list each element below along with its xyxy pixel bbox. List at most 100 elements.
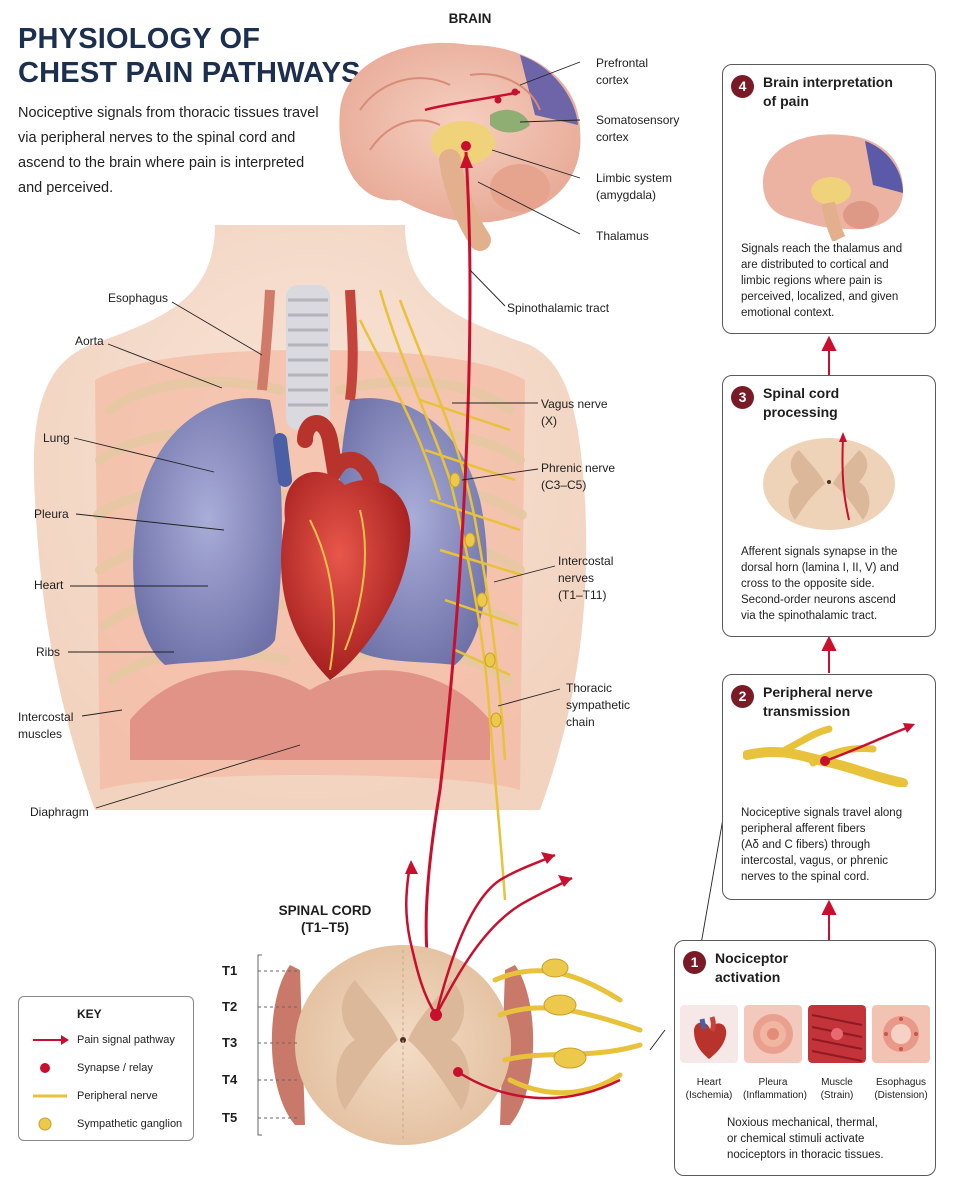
key-label-peripheral-nerve: Peripheral nerve [77,1090,158,1102]
key-label-synapse: Synapse / relay [77,1062,153,1074]
label-ribs: Ribs [36,645,61,659]
thumb-pleura-name: Pleura [758,1077,788,1088]
step-2-card: 2 Peripheral nerve transmission Nocicept… [722,674,936,900]
thumb-esophagus-name: Esophagus [875,1077,927,1088]
step-4-desc-line2: are distributed to cortical and [741,259,889,271]
step-2-desc-line4: intercostal, vagus, or phrenic [741,855,889,867]
level-t4: T4 [222,1072,238,1087]
spinal-cord-section [271,945,534,1145]
pain-arrow-icon [33,1035,69,1045]
afferent-signals [405,853,621,1100]
label-sympathetic-line2: sympathetic [566,698,631,712]
step-2-desc-line5: nerves to the spinal cord. [741,871,870,883]
level-t2: T2 [222,999,238,1014]
trachea [286,285,330,430]
step-1-card: 1 Nociceptor activation Heart (Ischemia)… [674,940,936,1176]
thumb-pleura-label: Pleura (Inflammation) [743,1076,807,1102]
step-4-title: Brain interpretation of pain [763,73,953,111]
step-4-desc-line4: perceived, localized, and given [741,291,899,303]
heart-tissue-icon [680,1005,738,1063]
label-prefrontal-cortex: Prefrontal cortex [596,55,648,89]
thumb-muscle: Muscle (Strain) [807,1005,867,1102]
heart [273,415,411,680]
key-title: KEY [77,1007,102,1021]
label-somatosensory-cortex: Somatosensory cortex [596,112,679,146]
thumb-heart: Heart (Ischemia) [679,1005,739,1102]
label-vagus-line2: (X) [541,414,557,428]
step-3-title-line1: Spinal cord [763,385,840,401]
label-phrenic-line1: Phrenic nerve [541,461,616,475]
level-t1: T1 [222,963,238,978]
label-heart: Heart [34,578,64,592]
step-2-title-line2: transmission [763,703,851,719]
spinal-cord-header: SPINAL CORD (T1–T5) [262,902,388,936]
step-4-card: 4 Brain interpretation of pain Signals r… [722,64,936,334]
thumb-esophagus-label: Esophagus (Distension) [871,1076,931,1102]
legend-key: KEY Pain signal pathway Synapse / relay … [18,996,194,1141]
step-4-badge: 4 [731,75,754,98]
step-4-title-line1: Brain interpretation [763,74,893,90]
step-3-badge: 3 [731,386,754,409]
root-ganglia [541,958,587,1069]
synapse-dot-icon [40,1063,50,1073]
label-limbic-line2: (amygdala) [596,188,657,202]
cord-thumbnail [763,432,895,530]
step-4-desc-line1: Signals reach the thalamus and [741,243,903,255]
label-thalamus: Thalamus [596,229,649,243]
label-somatosensory-line1: Somatosensory [596,113,680,127]
step-1-title-line2: activation [715,969,781,985]
label-intercostal-muscles-line2: muscles [18,727,63,741]
step-4-desc-line3: limbic regions where pain is [741,275,883,287]
page-title: PHYSIOLOGY OF CHEST PAIN PATHWAYS [18,22,361,90]
thumb-heart-note: (Ischemia) [685,1090,733,1101]
title-line-2: CHEST PAIN PATHWAYS [18,57,361,89]
level-brackets [257,954,300,1136]
step-3-title: Spinal cord processing [763,384,953,422]
ganglion-icon [38,1117,52,1131]
label-esophagus: Esophagus [108,291,169,305]
thumb-muscle-name: Muscle [821,1077,853,1088]
key-label-pain-signal: Pain signal pathway [77,1034,175,1046]
thumb-heart-label: Heart (Ischemia) [679,1076,739,1102]
step-2-badge: 2 [731,685,754,708]
label-sympathetic-chain: Thoracic sympathetic chain [566,680,630,731]
esophagus-tissue-icon [872,1005,930,1063]
label-aorta: Aorta [75,334,104,348]
spinothalamic-pathway [424,151,472,1016]
thumb-esophagus-note: (Distension) [874,1090,928,1101]
brain-header: BRAIN [448,11,492,26]
label-intercostal-nerves-line1: Intercostal [558,554,614,568]
label-diaphragm: Diaphragm [30,805,89,819]
diaphragm [130,670,490,760]
label-somatosensory-line2: cortex [596,130,629,144]
muscle-tissue-icon [808,1005,866,1063]
step-4-title-line2: of pain [763,93,809,109]
key-label-ganglion: Sympathetic ganglion [77,1118,183,1130]
esophagus [257,289,275,391]
label-pleura: Pleura [34,507,69,521]
thumb-pleura: Pleura (Inflammation) [743,1005,807,1102]
label-intercostal-muscles: Intercostal muscles [18,709,73,743]
label-prefrontal-line1: Prefrontal [596,56,649,70]
label-intercostal-nerves-line3: (T1–T11) [558,588,607,602]
step-4-description: Signals reach the thalamus and are distr… [741,241,923,321]
pleura-tissue-icon [744,1005,802,1063]
label-intercostal-nerves-line2: nerves [558,571,595,585]
step-3-description: Afferent signals synapse in the dorsal h… [741,544,923,624]
step-1-description: Noxious mechanical, thermal, or chemical… [727,1115,923,1163]
thoracic-nerves [358,289,523,901]
nerve-thumbnail [743,723,915,787]
step-2-desc-line1: Nociceptive signals travel along [741,807,903,819]
key-item-ganglion: Sympathetic ganglion [31,1115,191,1133]
ganglia [449,472,502,728]
intro-text: Nociceptive signals from thoracic tissue… [18,105,319,196]
step-3-desc-line5: via the spinothalamic tract. [741,610,878,622]
step-2-desc-line3: (Aδ and C fibers) through [741,839,871,851]
left-lung [133,398,282,665]
leader-lines [68,61,729,1051]
step-1-desc-line2: or chemical stimuli activate [727,1133,865,1145]
nerve-line-icon [33,1094,67,1098]
spinal-cord-header-line2: (T1–T5) [300,920,349,935]
step-1-title-line1: Nociceptor [715,950,789,966]
label-limbic-line1: Limbic system [596,171,673,185]
